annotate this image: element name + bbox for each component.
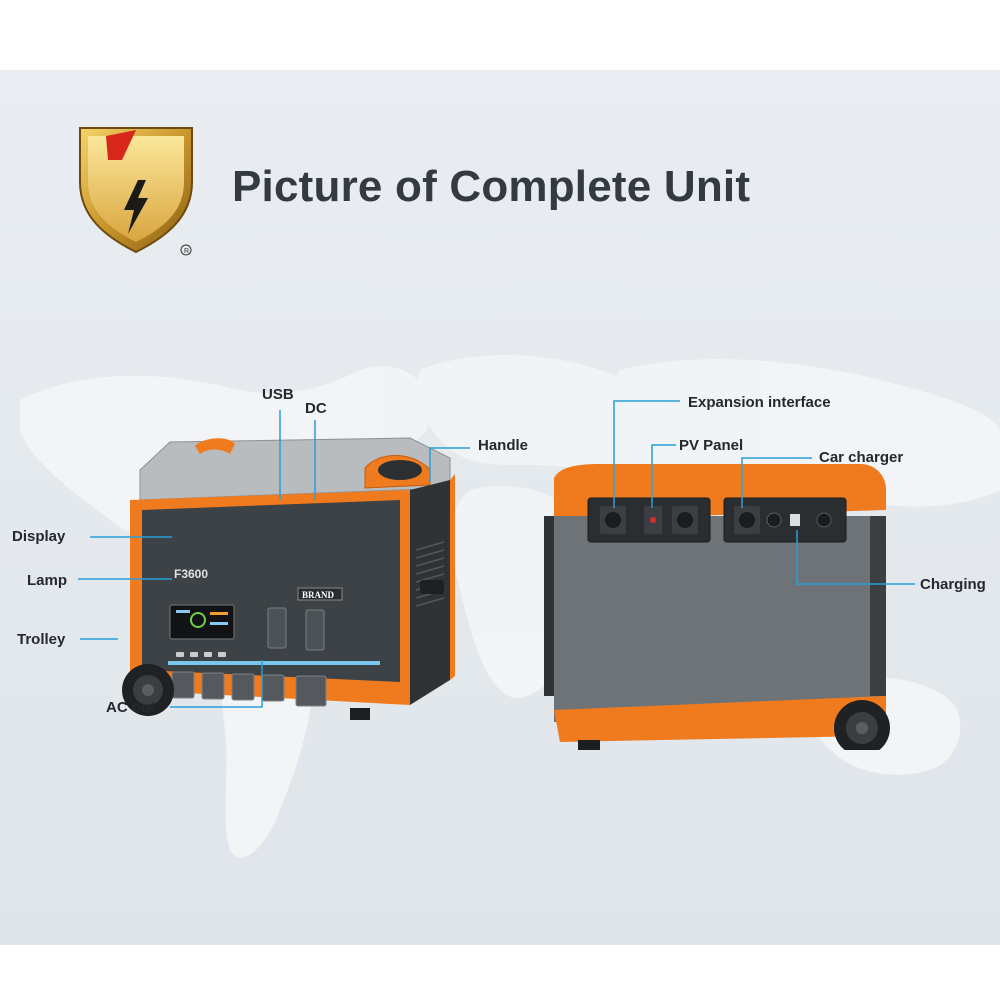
back-dark-right	[870, 516, 886, 696]
callout-lamp: Lamp	[27, 572, 68, 589]
back-port-panel-left	[587, 497, 711, 543]
callout-dc: DC	[305, 400, 327, 417]
callout-usb: USB	[262, 386, 294, 403]
page-title: Picture of Complete Unit	[232, 162, 751, 211]
dc-port-panel	[305, 609, 325, 651]
brand-badge: BRAND	[302, 590, 335, 600]
product-image-panel: R Picture of Complete Unit F3600 BRAND	[0, 70, 1000, 945]
callout-charging: Charging	[920, 576, 986, 593]
callout-trolley: Trolley	[17, 631, 66, 648]
back-bottom-frame	[554, 696, 886, 742]
back-unit-image	[544, 464, 890, 750]
shield-bolt-logo: R	[79, 127, 193, 256]
callout-car-charger: Car charger	[819, 449, 904, 466]
control-buttons	[176, 652, 226, 657]
callout-handle: Handle	[478, 437, 529, 454]
callout-expansion-interface: Expansion interface	[688, 394, 831, 411]
top-handle-recess	[195, 438, 235, 454]
svg-text:R: R	[184, 248, 189, 255]
usb-port-panel	[267, 607, 287, 649]
back-grey-body	[554, 516, 886, 722]
model-label: F3600	[174, 567, 208, 581]
lamp-strip	[168, 661, 380, 665]
callout-pv-panel: PV Panel	[679, 437, 744, 454]
front-wheel	[122, 664, 174, 716]
back-wheel	[834, 700, 890, 750]
callout-display: Display	[12, 528, 66, 545]
callout-ac-out: AC out	[106, 699, 156, 716]
back-port-panel-right	[723, 497, 847, 543]
front-unit-image: F3600 BRAND	[122, 437, 455, 720]
